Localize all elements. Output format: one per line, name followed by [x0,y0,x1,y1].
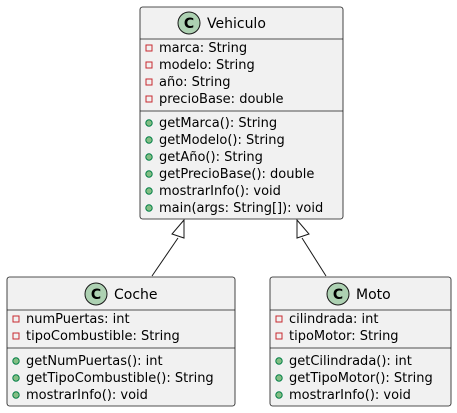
private-visibility-icon [275,332,283,340]
inheritance-edge-moto-vehiculo [296,218,327,277]
class-badge-letter: C [333,287,343,303]
inheritance-edge-coche-vehiculo [151,218,185,277]
method: getPrecioBase(): double [159,167,314,182]
method: getTipoMotor(): String [289,371,433,386]
private-visibility-icon [12,332,20,340]
public-visibility-icon [145,204,153,212]
attribute: marca: String [159,41,247,56]
private-visibility-icon [145,61,153,69]
private-visibility-icon [275,315,283,323]
public-visibility-icon [145,153,153,161]
class-badge-icon [177,11,201,35]
class-coche[interactable]: C Coche numPuertas: int tipoCombustible:… [6,276,236,407]
public-visibility-icon [145,187,153,195]
public-visibility-icon [12,357,20,365]
method: mostrarInfo(): void [26,388,148,403]
public-visibility-icon [12,391,20,399]
method: mostrarInfo(): void [159,184,281,199]
class-name: Coche [114,287,158,303]
class-name: Moto [356,287,391,303]
method: getTipoCombustible(): String [26,371,214,386]
public-visibility-icon [145,119,153,127]
attribute: numPuertas: int [26,312,130,327]
public-visibility-icon [145,170,153,178]
attribute: precioBase: double [159,92,284,107]
public-visibility-icon [12,374,20,382]
attribute: tipoMotor: String [289,329,399,344]
attribute: año: String [159,75,230,90]
inheritance-arrowhead [296,218,310,239]
public-visibility-icon [145,136,153,144]
private-visibility-icon [145,95,153,103]
class-name: Vehiculo [207,16,266,32]
public-visibility-icon [275,374,283,382]
attribute: cilindrada: int [289,312,378,327]
class-badge-letter: C [91,287,101,303]
private-visibility-icon [145,78,153,86]
private-visibility-icon [145,44,153,52]
private-visibility-icon [12,315,20,323]
attribute: tipoCombustible: String [26,329,180,344]
class-vehiculo[interactable]: C Vehiculo marca: String modelo: String … [139,6,344,220]
public-visibility-icon [275,357,283,365]
method: getNumPuertas(): int [26,354,163,369]
method: getMarca(): String [159,116,277,131]
inheritance-arrowhead [171,218,185,239]
public-visibility-icon [275,391,283,399]
attribute: modelo: String [159,58,255,73]
class-moto[interactable]: C Moto cilindrada: int tipoMotor: String… [269,276,452,407]
method: getCilindrada(): int [289,354,412,369]
class-badge-icon [84,282,108,306]
method: getAño(): String [159,150,263,165]
class-badge-letter: C [184,16,194,32]
method: mostrarInfo(): void [289,388,411,403]
method: main(args: String[]): void [159,201,323,216]
class-badge-icon [326,282,350,306]
method: getModelo(): String [159,133,285,148]
